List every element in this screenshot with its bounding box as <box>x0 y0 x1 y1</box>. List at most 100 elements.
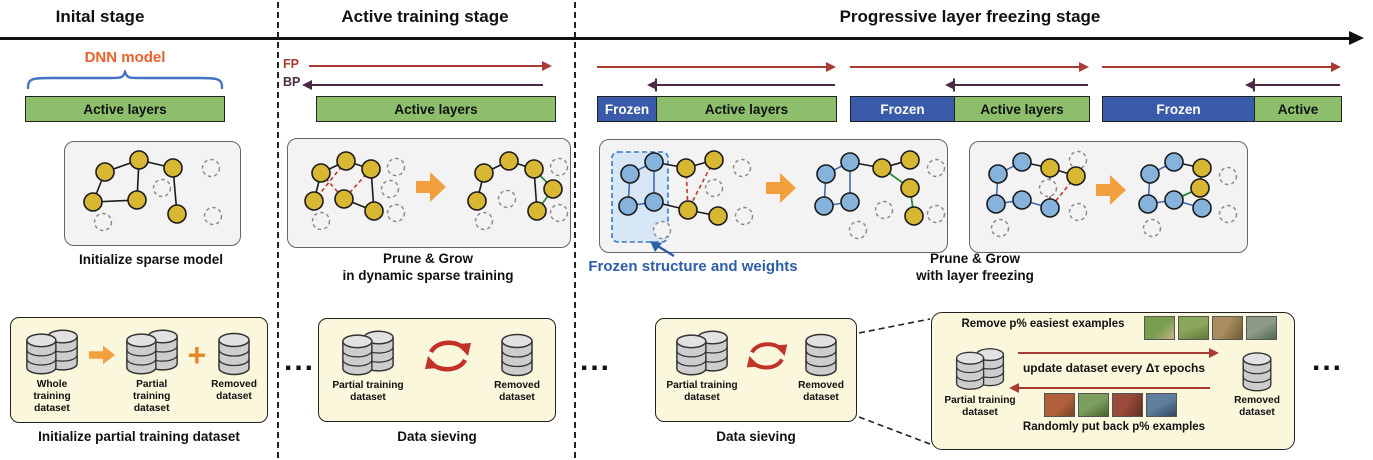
removed-dataset-label: Removed dataset <box>1234 395 1280 419</box>
stage1-title: Inital stage <box>55 7 145 26</box>
partial-dataset-label: Partial training dataset <box>944 395 1016 419</box>
bp-label: BP <box>283 75 301 89</box>
network-graph-freezing-2 <box>986 150 1238 238</box>
timeline-arrow <box>0 31 1364 46</box>
example-photo <box>1246 316 1277 340</box>
partial-dataset: Partial training dataset <box>329 328 407 404</box>
frozen-note: Frozen structure and weights <box>588 258 798 275</box>
update-dataset-label: update dataset every Δτ epochs <box>1022 361 1206 375</box>
timeline-arrowhead-icon <box>1349 31 1364 46</box>
remove-examples-label: Remove p% easiest examples <box>961 318 1125 330</box>
data-sieving-caption-stage2: Data sieving <box>397 429 477 444</box>
fp-label: FP <box>283 57 299 71</box>
removed-dataset-label: Removed dataset <box>211 379 257 403</box>
example-photo <box>1044 393 1075 417</box>
partial-dataset: Partial training dataset <box>117 327 187 415</box>
partial-dataset: Partial training dataset <box>664 328 740 404</box>
network-graph-initial <box>83 150 223 232</box>
active-layers-segment: Active layers <box>317 97 555 121</box>
ellipsis: ... <box>284 344 316 377</box>
fp-arrow <box>597 62 836 73</box>
bp-arrow <box>1245 78 1340 92</box>
prune-grow-caption: Prune & Grow in dynamic sparse training <box>342 251 514 283</box>
database-icon <box>125 329 178 375</box>
database-icon <box>805 333 837 377</box>
example-photo <box>1178 316 1209 340</box>
sparse-model-panel <box>64 141 241 246</box>
active-layers-segment: Active layers <box>657 97 836 121</box>
network-graph-freezing-1 <box>611 150 946 243</box>
layer-bar-stage2: Active layers <box>316 96 556 122</box>
layer-bar-stage1: Active layers <box>25 96 225 122</box>
cycle-arrows-icon <box>746 342 788 370</box>
cycle-arrows-icon <box>425 340 471 372</box>
frozen-segment: Frozen <box>598 97 657 121</box>
plus-sign: + <box>187 337 207 373</box>
fp-arrow <box>309 61 552 72</box>
stage2-title: Active training stage <box>341 7 509 26</box>
sparse-model-caption: Initialize sparse model <box>78 252 224 267</box>
layer-bar-freeze-3: Frozen Active <box>1102 96 1342 122</box>
layer-bar-freeze-1: Frozen Active layers <box>597 96 837 122</box>
database-icon <box>1242 352 1272 392</box>
removed-dataset-label: Removed dataset <box>798 380 844 404</box>
fp-arrow <box>1102 62 1341 73</box>
putback-direction-arrow <box>1009 383 1210 394</box>
database-icon <box>501 333 533 377</box>
prune-grow-panel <box>287 138 571 248</box>
removed-dataset: Removed dataset <box>207 327 261 403</box>
frozen-note-arrow-icon <box>650 241 675 258</box>
dnn-model-label: DNN model <box>84 49 166 66</box>
whole-dataset: Whole training dataset <box>17 327 87 415</box>
ellipsis: ... <box>580 344 612 377</box>
block-arrow-icon <box>88 345 115 365</box>
block-arrow-icon <box>1096 175 1126 205</box>
data-sieving-box-stage3: Partial training dataset Removed dataset <box>655 318 857 422</box>
data-sieving-caption-stage3: Data sieving <box>716 429 796 444</box>
whole-dataset-label: Whole training dataset <box>33 379 71 415</box>
example-photo <box>1146 393 1177 417</box>
bp-arrow <box>302 80 543 91</box>
frozen-segment: Frozen <box>1103 97 1255 121</box>
database-icon <box>955 348 1005 390</box>
database-icon <box>218 332 250 376</box>
removed-dataset-label: Removed dataset <box>494 380 540 404</box>
database-icon <box>676 330 728 376</box>
stage-separator-2 <box>574 2 576 458</box>
partial-dataset: Partial training dataset <box>940 345 1020 419</box>
block-arrow-icon <box>416 172 446 202</box>
active-layers-segment: Active layers <box>955 97 1089 121</box>
fp-arrow <box>850 62 1089 73</box>
block-arrow-icon <box>766 173 796 203</box>
removed-dataset: Removed dataset <box>1226 347 1288 419</box>
active-layers-segment: Active layers <box>26 97 224 121</box>
bp-arrow <box>945 78 1088 92</box>
stage-separator-1 <box>277 2 279 458</box>
network-graph-prune-grow <box>304 151 569 231</box>
init-dataset-box: Whole training dataset Partial training … <box>10 317 268 423</box>
easiest-example-thumbnails <box>1144 316 1277 340</box>
database-icon <box>26 329 78 375</box>
bp-arrow <box>647 78 835 92</box>
example-photo <box>1212 316 1243 340</box>
partial-dataset-label: Partial training dataset <box>332 380 404 404</box>
layer-bar-freeze-2: Frozen Active layers <box>850 96 1090 122</box>
putback-examples-label: Randomly put back p% examples <box>1022 421 1206 433</box>
ellipsis: ... <box>1312 344 1344 377</box>
partial-dataset-label: Partial training dataset <box>132 379 171 415</box>
data-sieving-detail-box: Remove p% easiest examples Partial train… <box>931 312 1295 450</box>
data-sieving-box-stage2: Partial training dataset Removed dataset <box>318 318 556 422</box>
freeze-prune-grow-caption: Prune & Grow with layer freezing <box>916 251 1034 283</box>
freeze-prune-grow-panel-1 <box>599 139 948 253</box>
putback-example-thumbnails <box>1044 393 1177 417</box>
example-photo <box>1078 393 1109 417</box>
curly-brace-icon <box>26 70 224 90</box>
partial-dataset-label: Partial training dataset <box>666 380 738 404</box>
freeze-prune-grow-panel-2 <box>969 141 1248 253</box>
remove-direction-arrow <box>1018 348 1219 359</box>
init-dataset-caption: Initialize partial training dataset <box>38 429 240 444</box>
example-photo <box>1112 393 1143 417</box>
removed-dataset: Removed dataset <box>794 328 848 404</box>
database-icon <box>342 330 394 376</box>
